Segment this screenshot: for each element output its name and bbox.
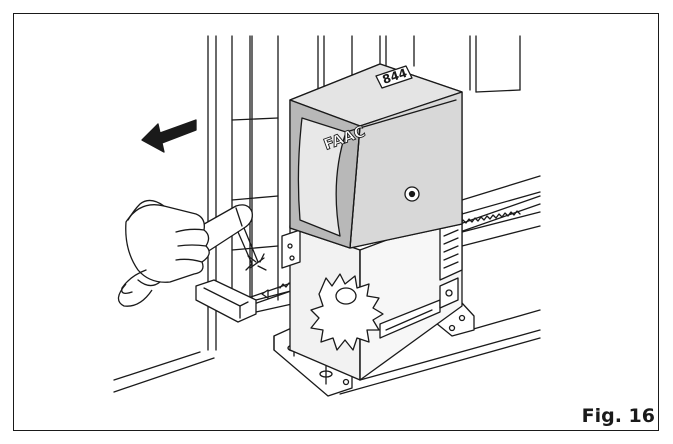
direction-arrow-icon	[141, 119, 197, 153]
figure-frame	[13, 13, 659, 431]
hand-icon	[121, 199, 210, 294]
power-cable	[117, 283, 153, 307]
figure-label: Fig. 16	[581, 405, 655, 427]
gear-icon	[310, 273, 384, 351]
weld-bracket	[195, 279, 269, 323]
ground-lines	[113, 309, 541, 395]
motor-cover	[289, 63, 463, 249]
key-lock-icon	[439, 277, 459, 309]
